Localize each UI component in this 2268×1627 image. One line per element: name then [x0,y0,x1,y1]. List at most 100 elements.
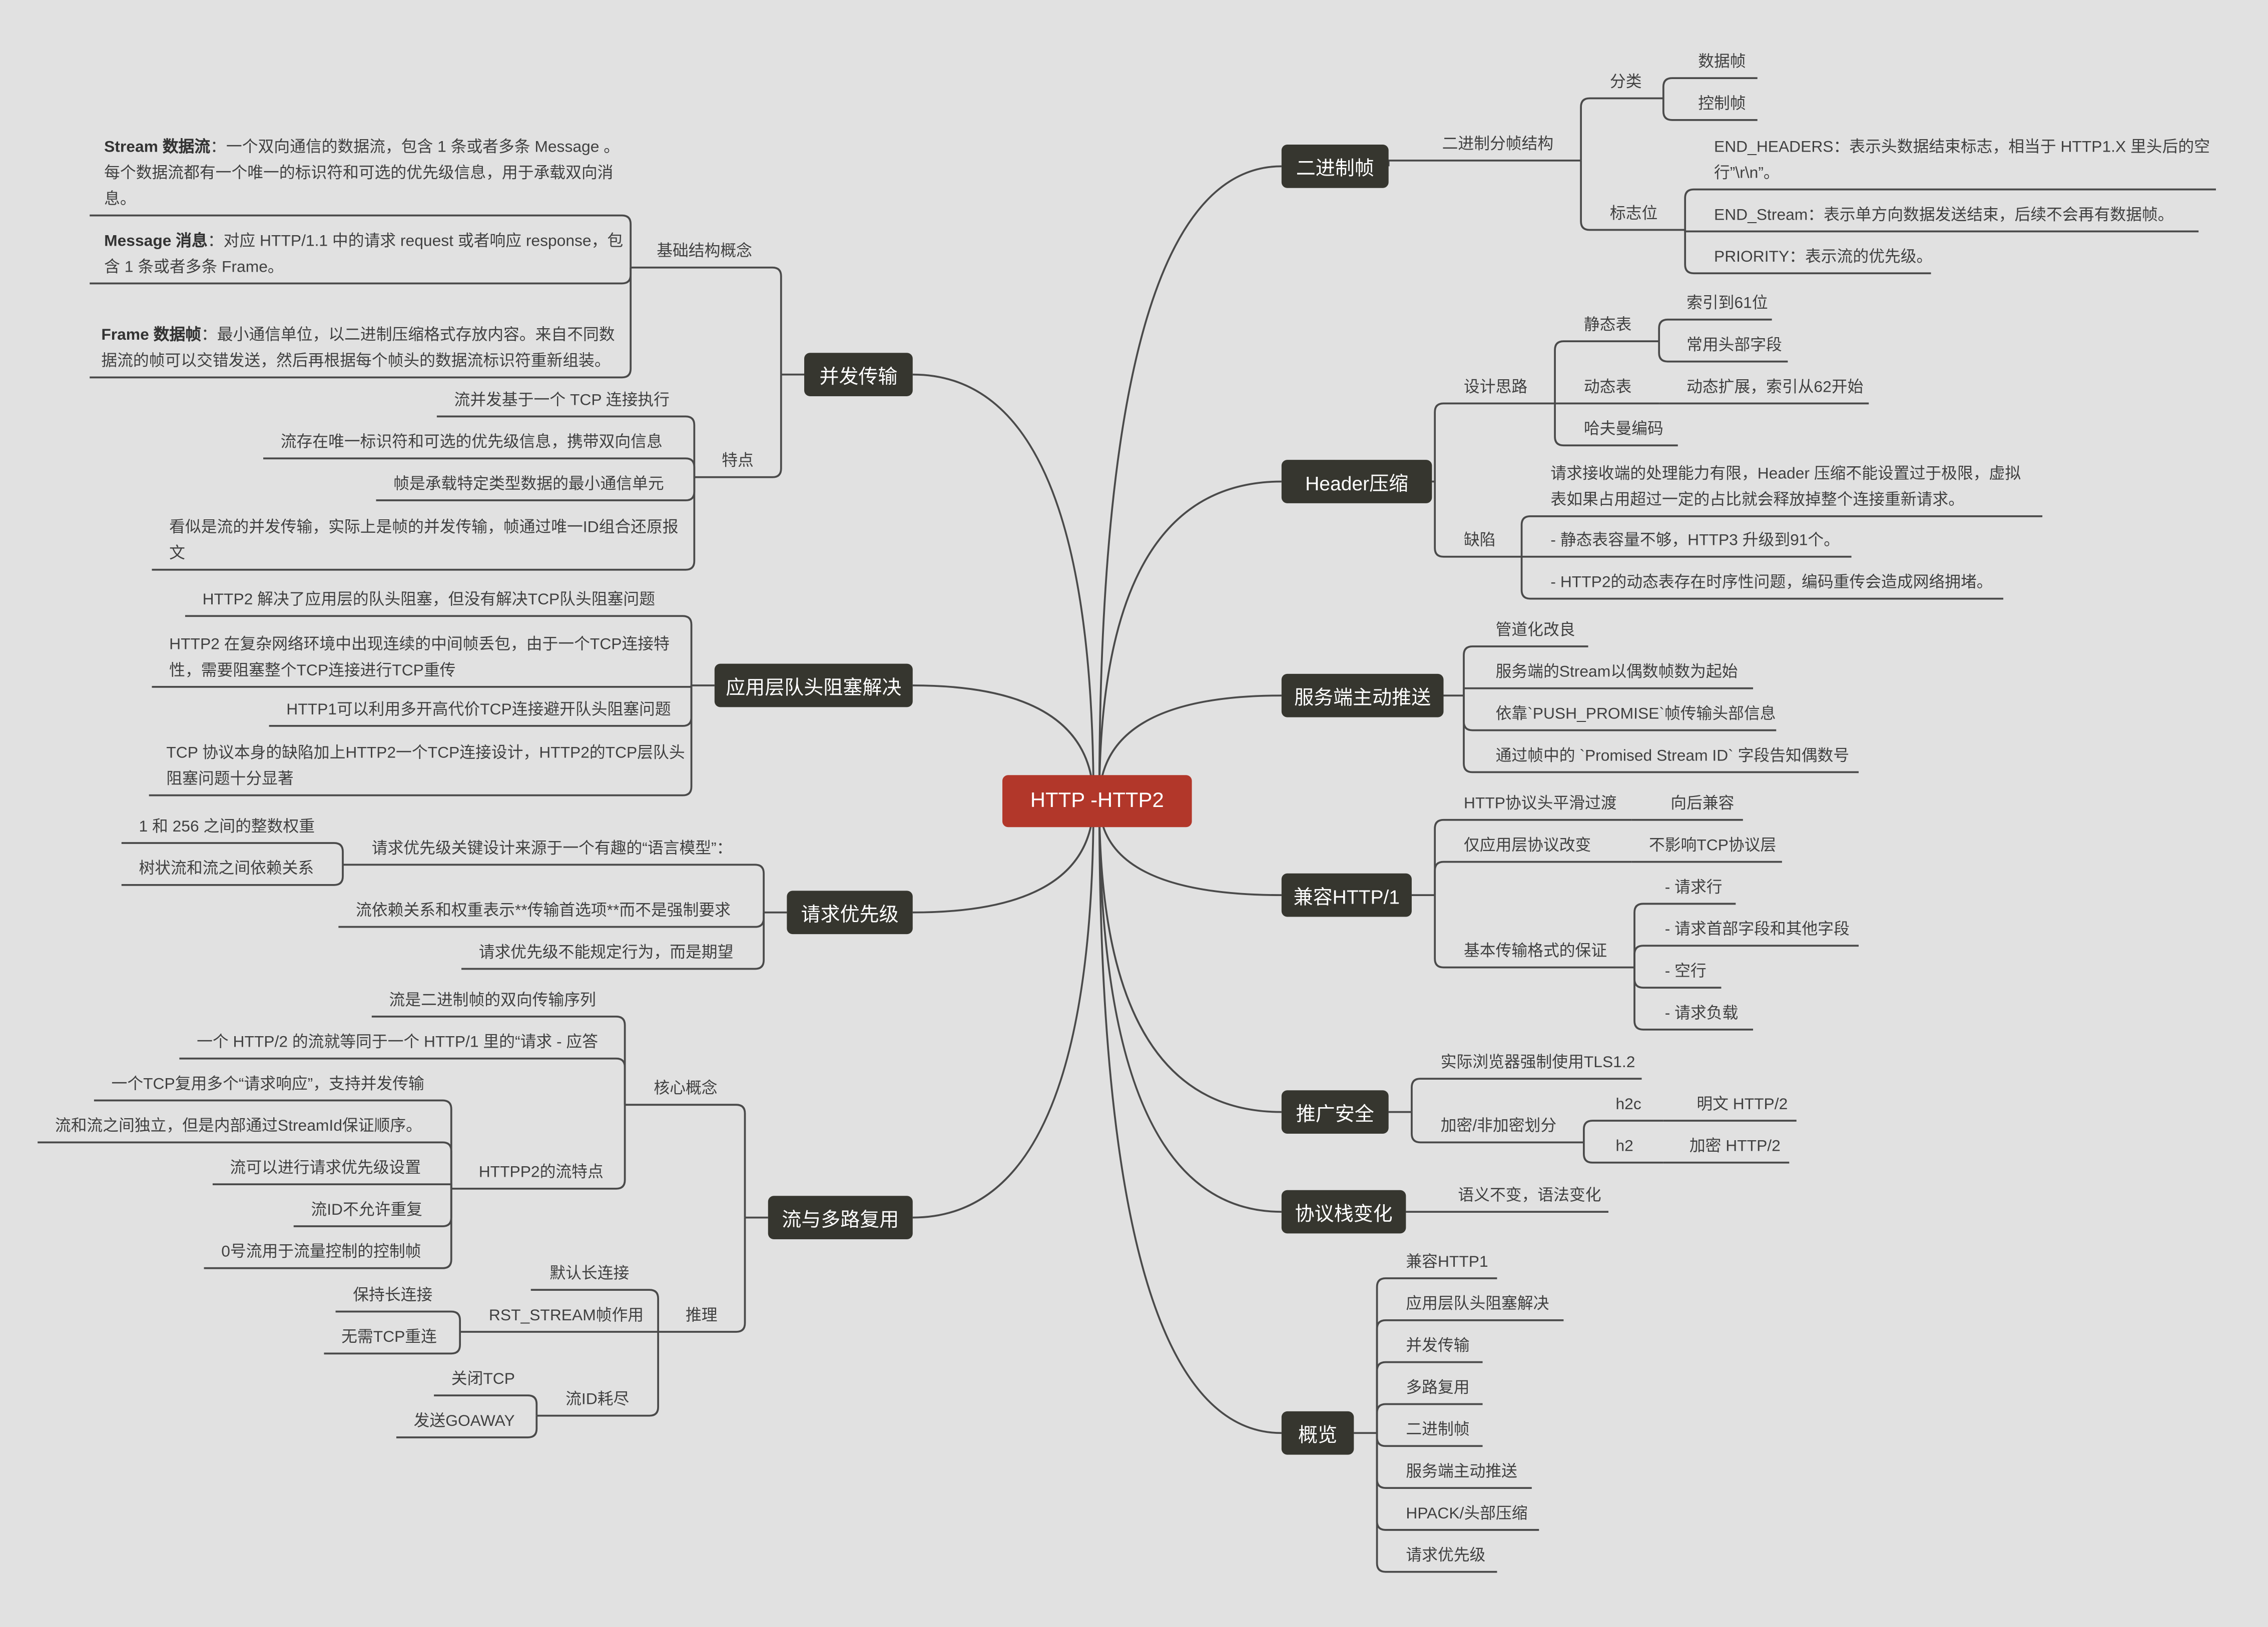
subtopic[interactable]: 请求优先级关键设计来源于一个有趣的“语言模型”： [372,836,733,862]
subtopic[interactable]: Message 消息：对应 HTTP/1.1 中的请求 request 或者响应… [104,229,625,281]
subtopic[interactable]: 1 和 256 之间的整数权重 [139,814,315,840]
subtopic[interactable]: 请求优先级不能规定行为，而是期望 [479,940,734,966]
subtopic[interactable]: 多路复用 [1406,1375,1469,1401]
branch-topic[interactable]: 概览 [1281,1411,1354,1455]
subtopic[interactable]: 0号流用于流量控制的控制帧 [221,1239,421,1265]
subtopic[interactable]: 向后兼容 [1670,791,1734,817]
branch-topic[interactable]: Header压缩 [1281,460,1432,503]
subtopic[interactable]: HTTP2 解决了应用层的队头阻塞，但没有解决TCP队头阻塞问题 [203,587,655,613]
branch-topic[interactable]: 请求优先级 [787,891,913,935]
subtopic[interactable]: 流依赖关系和权重表示**传输首选项**而不是强制要求 [356,898,731,924]
subtopic[interactable]: 请求优先级 [1406,1543,1485,1569]
subtopic[interactable]: 二进制帧 [1406,1417,1469,1443]
subtopic[interactable]: 流ID耗尽 [565,1387,629,1413]
subtopic[interactable]: 不影响TCP协议层 [1649,833,1776,859]
subtopic[interactable]: 帧是承载特定类型数据的最小通信单元 [393,471,664,497]
subtopic[interactable]: 控制帧 [1698,91,1746,117]
subtopic[interactable]: HPACK/头部压缩 [1406,1501,1527,1527]
subtopic[interactable]: 动态扩展，索引从62开始 [1686,375,1863,401]
subtopic[interactable]: 流ID不允许重复 [311,1197,422,1223]
subtopic[interactable]: 服务端主动推送 [1406,1459,1517,1485]
subtopic[interactable]: 索引到61位 [1686,291,1768,317]
subtopic-label: 加密 HTTP/2 [1689,1138,1781,1156]
subtopic[interactable]: 二进制分帧结构 [1442,132,1554,158]
subtopic[interactable]: HTTP协议头平滑过渡 [1464,791,1617,817]
subtopic-label: 应用层队头阻塞解决 [1406,1295,1549,1313]
subtopic[interactable]: - 请求负载 [1665,1001,1739,1027]
subtopic-label: ：最小通信单位，以二进制压缩格式存放内容。来自不同数据流的帧可以交错发送，然后再… [101,327,615,370]
subtopic[interactable]: 一个 HTTP/2 的流就等同于一个 HTTP/1 里的“请求 - 应答 [197,1030,598,1056]
branch-topic[interactable]: 推广安全 [1281,1090,1389,1134]
subtopic[interactable]: 应用层队头阻塞解决 [1406,1291,1549,1317]
subtopic[interactable]: 仅应用层协议改变 [1464,833,1591,859]
subtopic[interactable]: 关闭TCP [451,1366,515,1392]
subtopic[interactable]: 流和流之间独立，但是内部通过StreamId保证顺序。 [55,1114,422,1140]
subtopic[interactable]: 树状流和流之间依赖关系 [139,856,314,882]
subtopic[interactable]: 请求接收端的处理能力有限，Header 压缩不能设置过于极限，虚拟表如果占用超过… [1550,461,2036,513]
subtopic[interactable]: 流可以进行请求优先级设置 [230,1155,421,1181]
branch-topic[interactable]: 协议栈变化 [1281,1190,1406,1234]
subtopic[interactable]: h2 [1615,1134,1633,1160]
branch-topic[interactable]: 兼容HTTP/1 [1281,873,1412,917]
branch-topic[interactable]: 二进制帧 [1281,145,1389,188]
subtopic[interactable]: END_HEADERS：表示头数据结束标志，相当于 HTTP1.X 里头后的空行… [1714,135,2210,187]
subtopic[interactable]: 通过帧中的 `Promised Stream ID` 字段告知偶数号 [1496,743,1850,769]
subtopic[interactable]: 静态表 [1584,312,1631,338]
subtopic[interactable]: 依靠`PUSH_PROMISE`帧传输头部信息 [1496,701,1776,727]
subtopic-label: 分类 [1609,74,1642,92]
subtopic[interactable]: 并发传输 [1406,1333,1469,1359]
subtopic[interactable]: 流存在唯一标识符和可选的优先级信息，携带双向信息 [281,429,663,455]
subtopic[interactable]: TCP 协议本身的缺陷加上HTTP2一个TCP连接设计，HTTP2的TCP层队头… [166,740,686,792]
branch-topic[interactable]: 应用层队头阻塞解决 [714,663,913,707]
subtopic[interactable]: - 请求首部字段和其他字段 [1665,917,1850,943]
subtopic[interactable]: - 空行 [1665,959,1707,985]
subtopic[interactable]: 基础结构概念 [657,239,752,265]
subtopic[interactable]: 加密/非加密划分 [1441,1114,1556,1140]
subtopic[interactable]: 数据帧 [1698,49,1746,75]
subtopic[interactable]: 动态表 [1584,375,1631,401]
subtopic[interactable]: 流并发基于一个 TCP 连接执行 [454,388,670,414]
subtopic[interactable]: - HTTP2的动态表存在时序性问题，编码重传会造成网络拥堵。 [1550,570,1992,596]
subtopic[interactable]: END_Stream：表示单方向数据发送结束，后续不会再有数据帧。 [1714,203,2174,229]
subtopic[interactable]: 加密 HTTP/2 [1689,1134,1781,1160]
subtopic[interactable]: 明文 HTTP/2 [1696,1092,1788,1118]
topic-connector [1582,1142,1663,1164]
subtopic[interactable]: 看似是流的并发传输，实际上是帧的并发传输，帧通过唯一ID组合还原报文 [169,515,689,567]
subtopic[interactable]: HTTP1可以利用多开高代价TCP连接避开队头阻塞问题 [286,697,671,723]
subtopic[interactable]: HTTPP2的流特点 [479,1160,604,1186]
subtopic[interactable]: 标志位 [1610,201,1657,227]
subtopic[interactable]: 哈夫曼编码 [1584,416,1663,442]
subtopic[interactable]: PRIORITY：表示流的优先级。 [1714,244,1932,270]
subtopic[interactable]: 分类 [1610,70,1642,96]
subtopic[interactable]: 缺陷 [1464,528,1496,554]
branch-topic[interactable]: 服务端主动推送 [1281,673,1444,717]
subtopic[interactable]: 一个TCP复用多个“请求响应”，支持并发传输 [112,1072,424,1098]
subtopic-label: 标志位 [1609,205,1658,223]
subtopic[interactable]: 服务端的Stream以偶数帧数为起始 [1496,659,1738,685]
subtopic[interactable]: Stream 数据流：一个双向通信的数据流，包含 1 条或者多条 Message… [104,135,625,213]
subtopic[interactable]: h2c [1615,1092,1641,1118]
subtopic[interactable]: 设计思路 [1464,375,1527,401]
subtopic[interactable]: 流是二进制帧的双向传输序列 [389,988,596,1014]
subtopic[interactable]: 无需TCP重连 [341,1325,437,1351]
subtopic[interactable]: 兼容HTTP1 [1406,1249,1488,1275]
subtopic[interactable]: 语义不变，语法变化 [1458,1183,1601,1209]
subtopic[interactable]: 基本传输格式的保证 [1464,939,1607,965]
subtopic[interactable]: - 请求行 [1665,875,1723,901]
subtopic[interactable]: 发送GOAWAY [414,1408,515,1434]
subtopic[interactable]: 管道化改良 [1496,617,1575,643]
subtopic[interactable]: 常用头部字段 [1686,333,1782,359]
subtopic[interactable]: 推理 [686,1303,718,1329]
subtopic[interactable]: Frame 数据帧：最小通信单位，以二进制压缩格式存放内容。来自不同数据流的帧可… [101,323,625,375]
central-topic[interactable]: HTTP -HTTP2 [1002,775,1192,828]
subtopic[interactable]: RST_STREAM帧作用 [489,1303,644,1329]
branch-topic[interactable]: 流与多路复用 [768,1196,913,1239]
subtopic[interactable]: 实际浏览器强制使用TLS1.2 [1441,1050,1635,1076]
subtopic[interactable]: 保持长连接 [353,1283,432,1309]
subtopic[interactable]: 默认长连接 [549,1261,629,1287]
subtopic[interactable]: - 静态表容量不够，HTTP3 升级到91个。 [1550,528,1840,554]
branch-topic[interactable]: 并发传输 [804,353,913,396]
subtopic[interactable]: 特点 [722,448,754,474]
subtopic[interactable]: HTTP2 在复杂网络环境中出现连续的中间帧丢包，由于一个TCP连接特性，需要阻… [169,632,686,684]
subtopic[interactable]: 核心概念 [654,1076,717,1102]
